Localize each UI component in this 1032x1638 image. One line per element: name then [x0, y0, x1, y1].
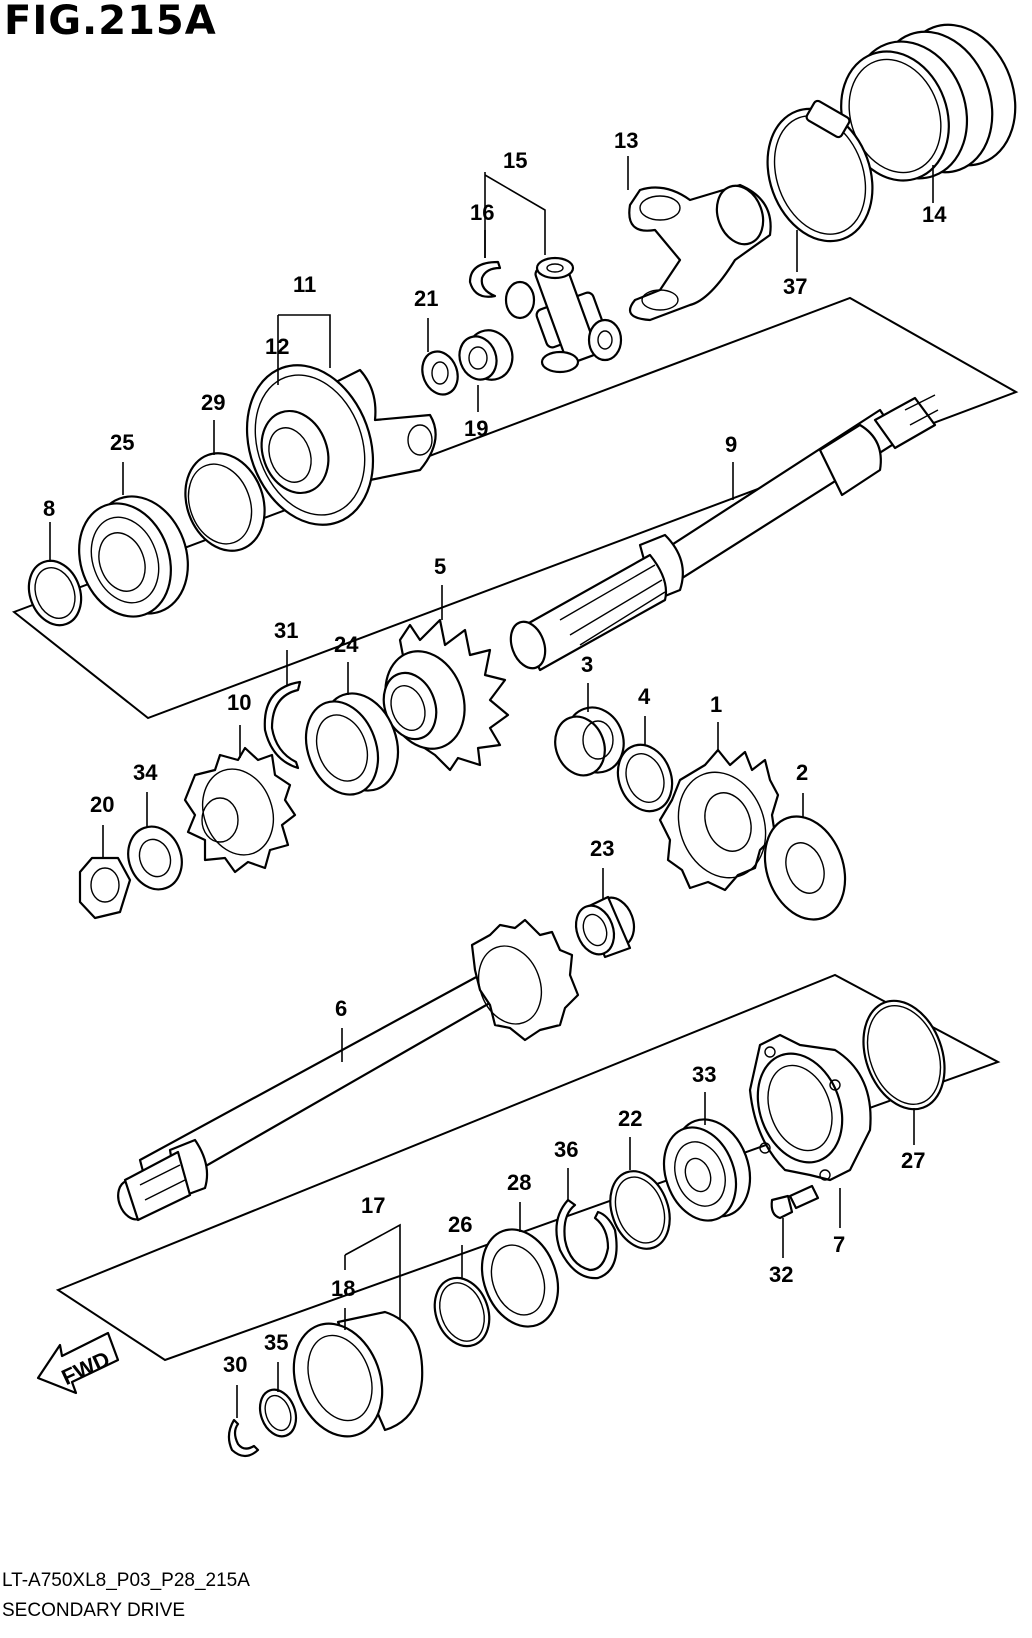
oil-seal-part-29	[184, 452, 266, 552]
forward-direction-arrow: FWD	[36, 1331, 120, 1395]
callout-10: 10	[227, 690, 251, 715]
callout-36: 36	[554, 1137, 578, 1162]
universal-joint-part	[504, 256, 623, 374]
callout-5: 5	[434, 554, 446, 579]
callout-22: 22	[618, 1106, 642, 1131]
circlip-part-36	[555, 1198, 618, 1280]
callout-2: 2	[796, 760, 808, 785]
figure-title: FIG.215A	[4, 0, 217, 44]
callout-6: 6	[335, 996, 347, 1021]
boot-part	[840, 23, 1017, 182]
nut-part-20	[78, 856, 132, 920]
bevel-gear-part-5	[382, 618, 510, 772]
callout-29: 29	[201, 390, 225, 415]
callout-14: 14	[922, 202, 947, 227]
callout-13: 13	[614, 128, 638, 153]
washer-part-34	[127, 825, 183, 891]
shaft-part-6	[117, 918, 580, 1222]
washer-part-21	[421, 350, 459, 396]
yoke-part-13	[628, 183, 772, 322]
callout-labels: 1 2 3 4 5 6 7 8 9 10 11 12 13 14 15 16 1…	[43, 128, 947, 1377]
coupling-part-17	[292, 1310, 424, 1438]
figure-caption: SECONDARY DRIVE	[2, 1600, 186, 1621]
lower-group-frame	[55, 973, 1001, 1362]
callout-30: 30	[223, 1352, 247, 1377]
callout-15: 15	[503, 148, 527, 173]
callout-34: 34	[133, 760, 158, 785]
bolt-part-32	[770, 1184, 820, 1220]
callout-8: 8	[43, 496, 55, 521]
shim-part-2	[763, 815, 847, 921]
bushing-part-23	[574, 895, 636, 959]
callout-7: 7	[833, 1232, 845, 1257]
callout-18: 18	[331, 1276, 355, 1301]
callout-3: 3	[581, 652, 593, 677]
washer-part-4	[616, 743, 674, 813]
clamp-part	[766, 99, 874, 243]
flange-yoke-part-11	[245, 364, 437, 526]
upper-group-frame	[11, 296, 1019, 720]
callout-26: 26	[448, 1212, 472, 1237]
callout-12: 12	[265, 334, 289, 359]
shaft-part-9	[509, 394, 939, 672]
gear-part-10	[183, 746, 297, 874]
figure-code: LT-A750XL8_P03_P28_215A	[2, 1570, 250, 1591]
o-ring-part-27	[862, 999, 946, 1111]
bearing-sleeve-part-3	[554, 706, 625, 777]
circlip-part-30	[227, 1418, 260, 1458]
needle-bearing-part-24	[304, 692, 400, 796]
circlip-part-16	[468, 260, 502, 298]
callout-27: 27	[901, 1148, 925, 1173]
o-ring-part-26	[433, 1276, 491, 1348]
callout-16: 16	[470, 200, 494, 225]
callout-19: 19	[464, 416, 488, 441]
callout-28: 28	[507, 1170, 531, 1195]
callout-25: 25	[110, 430, 134, 455]
callout-11: 11	[293, 272, 316, 297]
bearing-part-25	[78, 495, 189, 618]
callout-31: 31	[274, 618, 298, 643]
callout-37: 37	[783, 274, 807, 299]
callout-32: 32	[769, 1262, 793, 1287]
bevel-gear-part-1	[658, 748, 780, 892]
callout-17: 17	[361, 1193, 385, 1218]
circlip-part-31	[263, 680, 302, 770]
callout-9: 9	[725, 432, 737, 457]
callout-23: 23	[590, 836, 614, 861]
snap-ring-part-35	[258, 1388, 298, 1438]
leader-lines	[49, 156, 934, 1418]
callout-21: 21	[414, 286, 438, 311]
snap-ring-part-8	[27, 559, 83, 627]
nut-part-19	[458, 329, 514, 381]
callout-24: 24	[334, 632, 359, 657]
callout-35: 35	[264, 1330, 288, 1355]
callout-1: 1	[710, 692, 722, 717]
exploded-parts-diagram: FWD	[11, 23, 1019, 1458]
snap-ring-part-22	[609, 1170, 671, 1250]
callout-4: 4	[638, 684, 651, 709]
bearing-part-33	[662, 1118, 752, 1222]
callout-33: 33	[692, 1062, 716, 1087]
bearing-housing-part-7	[748, 1033, 872, 1182]
callout-20: 20	[90, 792, 114, 817]
oil-seal-part-28	[480, 1228, 560, 1328]
